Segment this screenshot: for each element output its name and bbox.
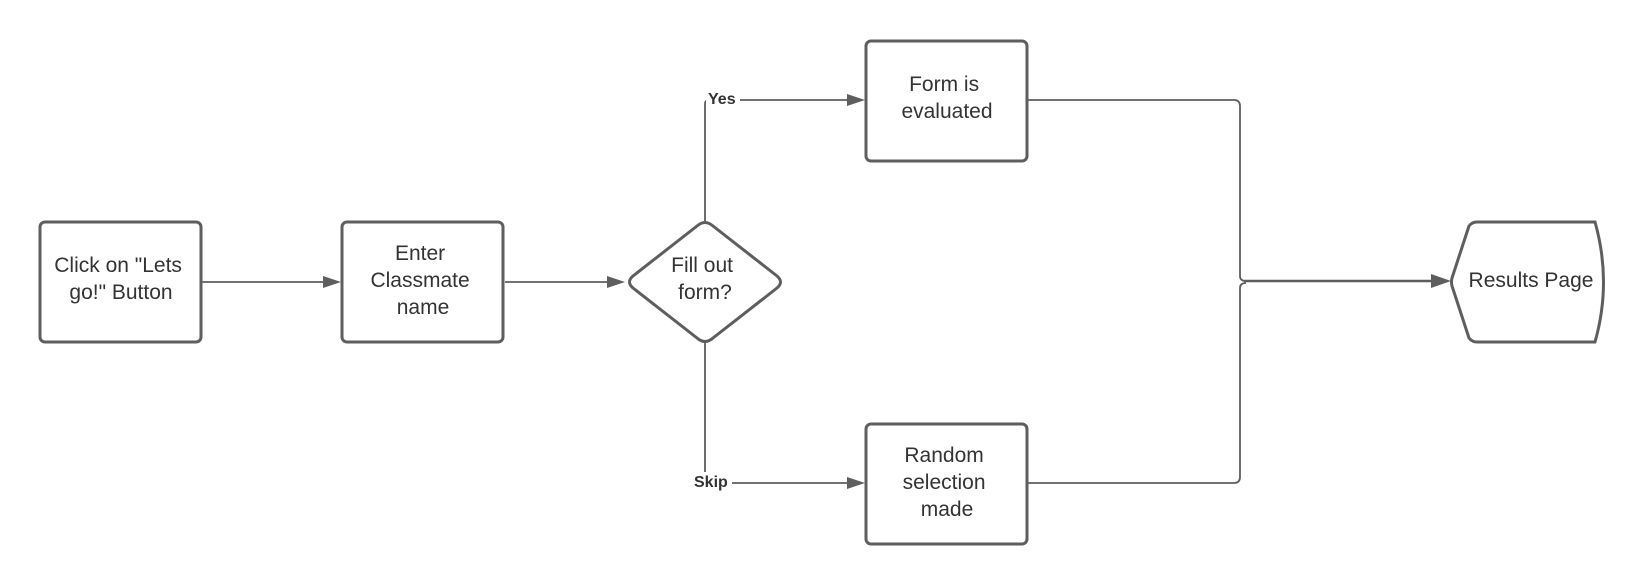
node-fill-out-form-line-1: Fill out xyxy=(671,254,733,277)
edge-form-evaluated-to-results[interactable] xyxy=(1028,99,1247,282)
arrowhead-enter-to-decision xyxy=(607,276,625,288)
edge-label-yes: Yes xyxy=(708,91,736,108)
node-enter-name[interactable]: Enter Classmate name xyxy=(340,220,505,344)
node-fill-out-form-decision[interactable]: Fill out form? xyxy=(628,221,782,343)
node-click-button[interactable]: Click on "Lets go!" Button xyxy=(38,220,203,344)
arrowhead-skip xyxy=(847,477,865,489)
edge-skip-to-random-selection[interactable] xyxy=(704,341,847,484)
node-random-selection-line-3: made xyxy=(921,498,974,521)
node-random-selection[interactable]: Random selection made xyxy=(864,422,1029,546)
node-enter-name-line-2: Classmate xyxy=(370,269,469,292)
node-enter-name-label: Enter Classmate name xyxy=(370,242,475,319)
yes-label-bg xyxy=(706,88,740,108)
node-click-button-label: Click on "Lets go!" Button xyxy=(54,254,188,304)
node-fill-out-form-label: Fill out form? xyxy=(671,254,739,304)
arrowhead-yes xyxy=(847,94,865,106)
node-results-page[interactable]: Results Page xyxy=(1450,220,1605,344)
node-random-selection-line-1: Random xyxy=(904,444,983,467)
node-form-evaluated-shape xyxy=(864,39,1029,163)
node-results-page-shape xyxy=(1450,220,1605,344)
node-random-selection-line-2: selection xyxy=(903,471,986,494)
node-random-selection-label: Random selection made xyxy=(903,444,992,521)
node-click-button-shape xyxy=(38,220,203,344)
node-enter-name-shape xyxy=(340,220,505,344)
node-enter-name-line-1: Enter xyxy=(395,242,445,265)
skip-label-bg xyxy=(692,472,732,492)
node-enter-name-line-3: name xyxy=(397,296,450,319)
arrowhead-click-to-enter xyxy=(323,276,341,288)
node-results-page-label: Results Page xyxy=(1469,269,1594,292)
node-form-evaluated-line-2: evaluated xyxy=(901,100,992,123)
arrowhead-results xyxy=(1431,274,1451,288)
node-form-evaluated-line-1: Form is xyxy=(909,73,979,96)
node-form-evaluated[interactable]: Form is evaluated xyxy=(864,39,1029,163)
node-fill-out-form-line-2: form? xyxy=(678,281,732,304)
node-click-button-line-2: go!" Button xyxy=(69,281,172,304)
edge-label-skip: Skip xyxy=(694,474,728,491)
node-click-button-line-1: Click on "Lets xyxy=(54,254,182,277)
node-form-evaluated-label: Form is evaluated xyxy=(901,73,992,123)
node-results-page-line-1: Results Page xyxy=(1469,269,1594,292)
node-random-selection-shape xyxy=(864,422,1029,546)
node-fill-out-form-shape xyxy=(628,221,782,343)
edge-yes-to-form-evaluated[interactable] xyxy=(704,99,847,223)
edge-random-selection-to-results[interactable] xyxy=(1028,282,1247,484)
edge-labels: Yes Skip xyxy=(692,88,740,492)
